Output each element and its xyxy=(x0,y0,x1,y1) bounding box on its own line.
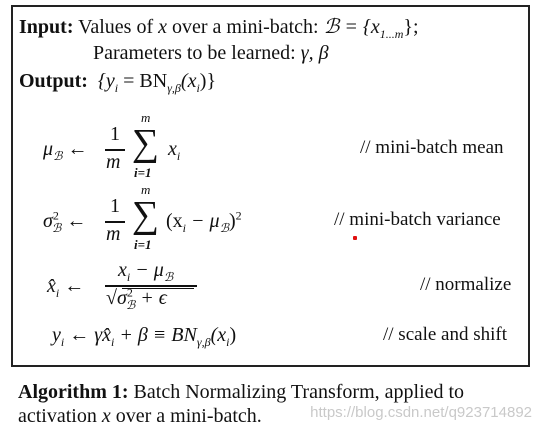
output-line: Output: {yi = BNγ,β(xi)} xyxy=(19,70,217,95)
watermark: https://blog.csdn.net/q923714892 xyxy=(310,404,532,421)
comment-normalize: // normalize xyxy=(420,274,512,295)
caption-line-1: Algorithm 1: Batch Normalizing Transform… xyxy=(18,381,465,403)
input-label: Input: xyxy=(19,16,74,38)
caption-line-2: activation x over a mini-batch. xyxy=(18,405,262,427)
input-line: Input: Values of x over a mini-batch: ℬ … xyxy=(19,16,419,41)
sqrt-sign: √ xyxy=(106,287,117,309)
comment-variance: // mini-batch variance xyxy=(334,209,501,230)
sum-sign: ∑ xyxy=(132,122,160,164)
comment-mean: // mini-batch mean xyxy=(360,137,504,158)
algorithm-box xyxy=(11,5,530,367)
caption-label: Algorithm 1: xyxy=(18,381,129,403)
params-line: Parameters to be learned: γ, β xyxy=(93,42,329,64)
red-mark xyxy=(353,236,357,240)
comment-scale-shift: // scale and shift xyxy=(383,324,507,345)
sum-sign: ∑ xyxy=(132,194,160,236)
output-label: Output: xyxy=(19,70,88,92)
